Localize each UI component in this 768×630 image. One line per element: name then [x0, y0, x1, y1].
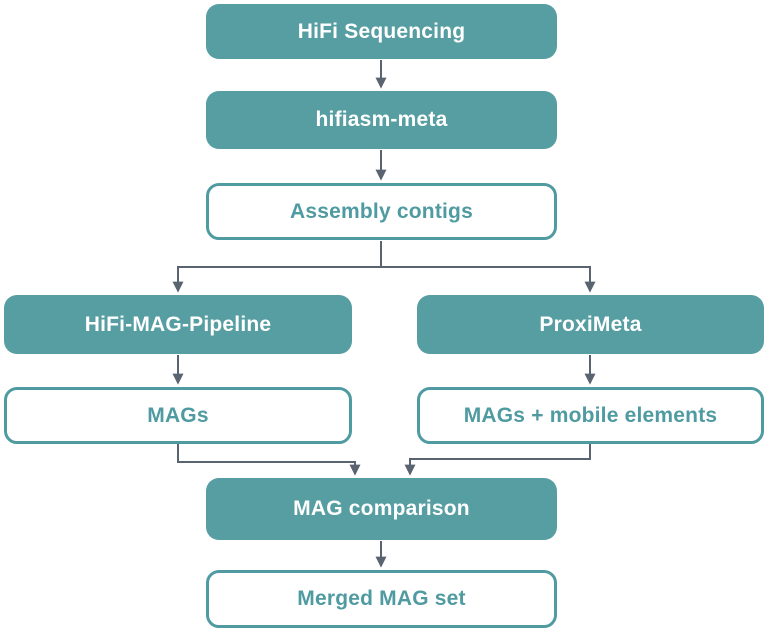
node-mags-mobile-elements: MAGs + mobile elements: [417, 387, 764, 444]
node-assembly-contigs-label: Assembly contigs: [290, 199, 473, 223]
arrow-mags-mobile-to-comparison: [404, 444, 591, 476]
node-proximeta: ProxiMeta: [417, 295, 764, 354]
node-hifi-sequencing: HiFi Sequencing: [206, 4, 557, 59]
node-hifi-sequencing-label: HiFi Sequencing: [297, 19, 466, 43]
node-mag-comparison-label: MAG comparison: [293, 497, 470, 520]
node-hifiasm-meta-label: hifiasm-meta: [315, 108, 448, 131]
node-mag-comparison: MAG comparison: [206, 478, 557, 540]
node-proximeta-label: ProxiMeta: [539, 312, 642, 336]
node-merged-mag-set: Merged MAG set: [206, 570, 557, 628]
node-mags: MAGs: [4, 387, 352, 444]
node-mags-mobile-elements-label: MAGs + mobile elements: [463, 403, 718, 427]
arrow-mags-to-comparison: [177, 444, 361, 476]
node-merged-mag-set-label: Merged MAG set: [297, 587, 466, 610]
node-hifi-mag-pipeline-label: HiFi-MAG-Pipeline: [84, 312, 272, 336]
node-mags-label: MAGs: [147, 403, 209, 427]
node-hifi-mag-pipeline: HiFi-MAG-Pipeline: [4, 295, 352, 354]
node-assembly-contigs: Assembly contigs: [206, 183, 557, 240]
node-hifiasm-meta: hifiasm-meta: [206, 91, 557, 149]
